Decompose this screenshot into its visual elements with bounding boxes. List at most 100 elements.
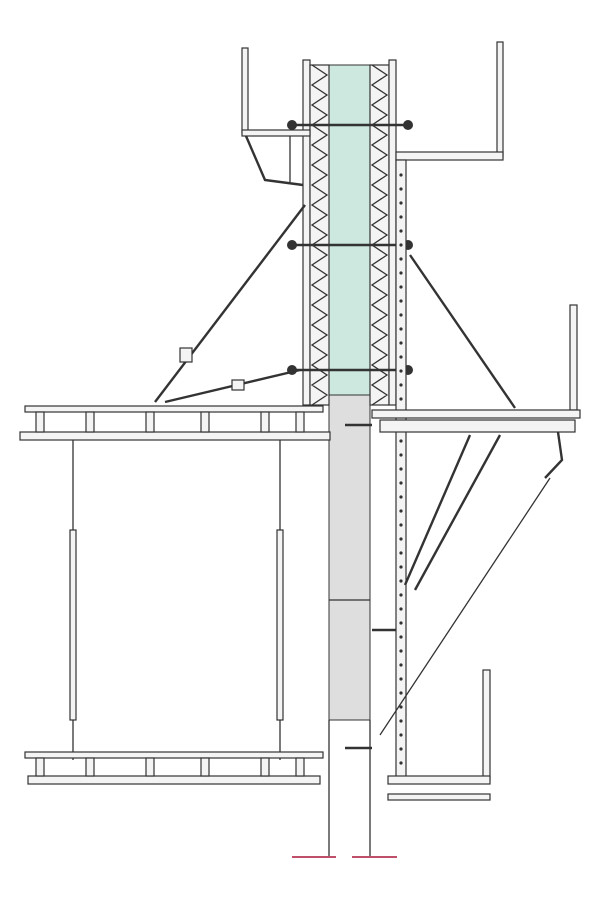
truss-lacing [310, 64, 329, 406]
rail-hole [399, 229, 403, 233]
spindle-post [85, 411, 95, 433]
rail-hole [399, 397, 403, 401]
left-platform-beam [19, 431, 331, 441]
rail-hole [399, 719, 403, 723]
spindle-post [145, 411, 155, 433]
left-top-walkway [241, 129, 311, 137]
strut [413, 434, 502, 591]
left-push-pull-props [154, 204, 306, 404]
spindle-post [200, 411, 210, 433]
rail-hole [399, 369, 403, 373]
suspension-rods [69, 440, 284, 760]
spindle-post [295, 411, 305, 433]
right-diagonal-prop [409, 254, 516, 409]
right-bottom-railing [482, 669, 491, 781]
rail-hole [399, 607, 403, 611]
formwork-girders [302, 59, 397, 406]
right-bottom-deck [387, 775, 491, 785]
prop-spindle [179, 347, 193, 363]
left-truss-girder [309, 64, 330, 406]
left-bottom-beam [27, 775, 321, 785]
fresh-concrete-section [328, 64, 371, 396]
truss-lacing [370, 64, 389, 406]
spindle-post [200, 757, 210, 777]
rail-hole [399, 621, 403, 625]
rail-hole [399, 565, 403, 569]
rail-hole [399, 271, 403, 275]
rail-hole [399, 593, 403, 597]
rail-hole [399, 327, 403, 331]
rail-hole [399, 691, 403, 695]
rail-hole [399, 481, 403, 485]
rail-hole [399, 383, 403, 387]
right-top-walkway [395, 151, 504, 161]
right-top-railing [496, 41, 504, 158]
right-working-platform [371, 304, 581, 479]
right-top-bracket [395, 41, 504, 161]
rail-hole [399, 495, 403, 499]
rail-hole [399, 509, 403, 513]
rail-hole [399, 201, 403, 205]
spindle-post [85, 757, 95, 777]
rail-hole [399, 649, 403, 653]
rail-hole [399, 747, 403, 751]
rail-hole [399, 355, 403, 359]
left-waler [302, 59, 311, 406]
rail-hole [399, 453, 403, 457]
rail-hole [399, 677, 403, 681]
right-bottom-beam [387, 793, 491, 801]
left-finishing-platform [24, 751, 324, 785]
concrete-wall [328, 64, 371, 858]
right-main-railing [569, 304, 578, 411]
right-finishing-platform [387, 669, 491, 801]
right-platform-deck [371, 409, 581, 419]
spindle-post [260, 411, 270, 433]
rail-hole [399, 257, 403, 261]
platform-hanger [544, 431, 564, 479]
spindle-post [295, 757, 305, 777]
rail-hole [399, 243, 403, 247]
right-waler [388, 59, 397, 406]
rail-hole [399, 467, 403, 471]
strut [403, 434, 472, 586]
rail-hole [399, 439, 403, 443]
spindle-post [260, 757, 270, 777]
climbing-bracket-struts [345, 423, 551, 750]
rod-sleeve [69, 529, 77, 721]
rail-hole [399, 187, 403, 191]
spindle-post [35, 411, 45, 433]
left-top-railing [241, 47, 249, 134]
rail-hole [399, 173, 403, 177]
rail-hole [399, 299, 403, 303]
rail-hole [399, 341, 403, 345]
rail-hole [399, 663, 403, 667]
rail-hole [399, 733, 403, 737]
rail-hole [399, 313, 403, 317]
rail-hole [399, 523, 403, 527]
left-top-bracket [241, 47, 311, 187]
tie-nut [287, 120, 297, 130]
rail-hole [399, 705, 403, 709]
tension-cable [379, 477, 551, 736]
rail-hole [399, 579, 403, 583]
rod-sleeve [276, 529, 284, 721]
left-diagonal-prop [154, 204, 306, 403]
tie-nut [403, 120, 413, 130]
rail-hole [399, 635, 403, 639]
rail-hole [399, 215, 403, 219]
tie-nut [287, 240, 297, 250]
rail-hole [399, 285, 403, 289]
left-bottom-deck [24, 751, 324, 759]
spindle-post [145, 757, 155, 777]
rail-hole [399, 761, 403, 765]
right-platform-beam [379, 419, 576, 433]
left-top-brace [244, 135, 304, 187]
rail-hole [399, 537, 403, 541]
spindle-post [35, 757, 45, 777]
left-working-platform [19, 405, 331, 441]
prop-spindle [231, 379, 245, 391]
rail-hole [399, 551, 403, 555]
hardened-concrete-section [328, 394, 371, 721]
left-platform-deck [24, 405, 324, 413]
